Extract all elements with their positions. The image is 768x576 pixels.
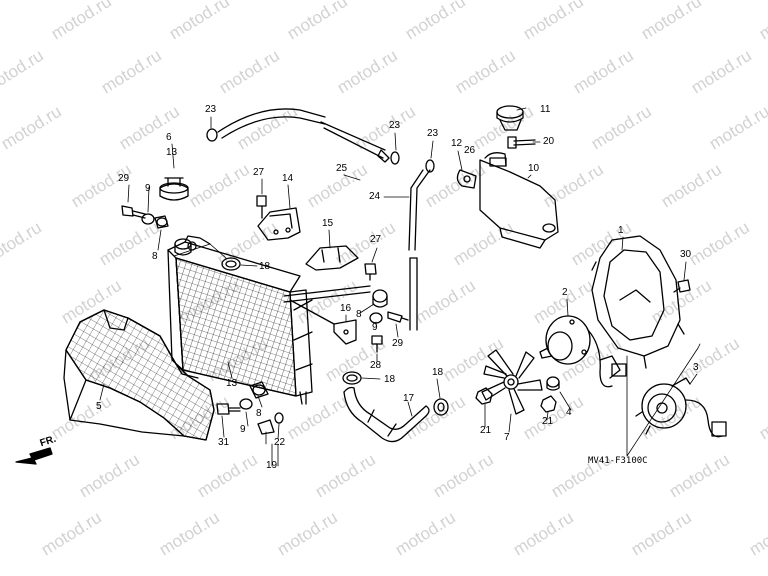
callout-8: 8 <box>256 408 262 419</box>
callout-15: 15 <box>322 218 334 229</box>
bolt-30 <box>673 279 691 293</box>
fan-shroud <box>591 235 685 369</box>
grommet-8-upper <box>154 215 169 229</box>
bolt-29-mid <box>387 311 409 323</box>
grommet-8-lower <box>249 381 269 399</box>
callout-18: 18 <box>384 374 396 385</box>
radiator-cap <box>159 177 189 201</box>
collar-4 <box>546 376 560 391</box>
callout-23: 23 <box>389 120 401 131</box>
stay-rod <box>283 285 371 325</box>
hose-clamp-18-upper <box>221 257 241 271</box>
callout-25: 25 <box>336 163 348 174</box>
callout-7: 7 <box>504 432 510 443</box>
bolt-27-upper <box>256 195 267 219</box>
callout-21: 21 <box>542 416 554 427</box>
callout-12: 12 <box>451 138 463 149</box>
callout-27: 27 <box>253 167 265 178</box>
callout-9: 9 <box>145 183 151 194</box>
clip-12-26 <box>456 169 477 189</box>
callout-11: 11 <box>540 104 551 115</box>
callout-14: 14 <box>282 173 294 184</box>
callout-9: 9 <box>240 424 246 435</box>
hose-clamp-18-lower-right <box>433 398 449 416</box>
bolt-28 <box>371 335 383 353</box>
bolt-20 <box>507 136 536 149</box>
collar-9-upper <box>141 213 155 225</box>
thermo-switch-assembly <box>635 377 727 438</box>
callout-29: 29 <box>392 338 404 349</box>
callout-18: 18 <box>259 261 271 272</box>
bracket-15 <box>305 245 359 271</box>
callout-27: 27 <box>370 234 382 245</box>
callout-5: 5 <box>96 401 102 412</box>
callout-8: 8 <box>152 251 158 262</box>
leader-lines <box>99 107 701 467</box>
radiator-core <box>167 235 313 405</box>
callout-6: 6 <box>166 132 172 143</box>
callout-23: 23 <box>427 128 439 139</box>
hose-clamp-18-lower-left <box>342 371 362 385</box>
callout-16: 16 <box>340 303 352 314</box>
callout-21: 21 <box>480 425 492 436</box>
washer-22 <box>274 412 284 424</box>
callout-26: 26 <box>464 145 476 156</box>
lower-hose <box>343 386 430 443</box>
callout-28: 28 <box>370 360 382 371</box>
callout-9: 9 <box>372 322 378 333</box>
callout-24: 24 <box>369 191 381 202</box>
callout-10: 10 <box>528 163 540 174</box>
callout-20: 20 <box>543 136 555 147</box>
reserve-tank <box>479 152 559 249</box>
upper-hose <box>217 108 390 163</box>
callout-31: 31 <box>218 437 230 448</box>
siphon-tube <box>408 169 431 331</box>
callout-13: 13 <box>226 378 238 389</box>
fan-blade <box>481 349 543 415</box>
hose-clamp-23-right <box>425 159 435 173</box>
grommet-8-mid <box>372 289 388 308</box>
callout-23: 23 <box>205 104 217 115</box>
callout-4: 4 <box>566 407 572 418</box>
collar-9-lower <box>239 398 253 410</box>
reserve-tank-cap <box>496 105 524 131</box>
nut-21-left <box>475 387 493 405</box>
front-arrow-icon <box>15 447 53 465</box>
callout-22: 22 <box>274 437 286 448</box>
bracket-14 <box>257 207 301 241</box>
radiator-shroud <box>63 309 215 441</box>
bolt-27-lower <box>364 263 377 281</box>
callout-18: 18 <box>432 367 444 378</box>
diagram-code: MV41-F3100C <box>588 456 648 466</box>
hose-clamp-23-mid <box>390 151 400 165</box>
callout-13: 13 <box>166 147 178 158</box>
nut-21-right <box>540 395 557 413</box>
bolt-29-upper <box>121 205 146 219</box>
drain-bolt-19 <box>257 419 275 435</box>
callout-19: 19 <box>266 460 278 471</box>
filler-neck <box>174 238 192 256</box>
callout-17: 17 <box>403 393 415 404</box>
callout-3: 3 <box>693 362 699 373</box>
bolt-31 <box>216 403 241 415</box>
stay-16 <box>333 319 357 345</box>
callout-1: 1 <box>618 225 624 236</box>
callout-2: 2 <box>562 287 568 298</box>
callout-30: 30 <box>680 249 692 260</box>
hose-clamp-23-left <box>206 128 218 142</box>
callout-8: 8 <box>356 309 362 320</box>
callout-29: 29 <box>118 173 130 184</box>
